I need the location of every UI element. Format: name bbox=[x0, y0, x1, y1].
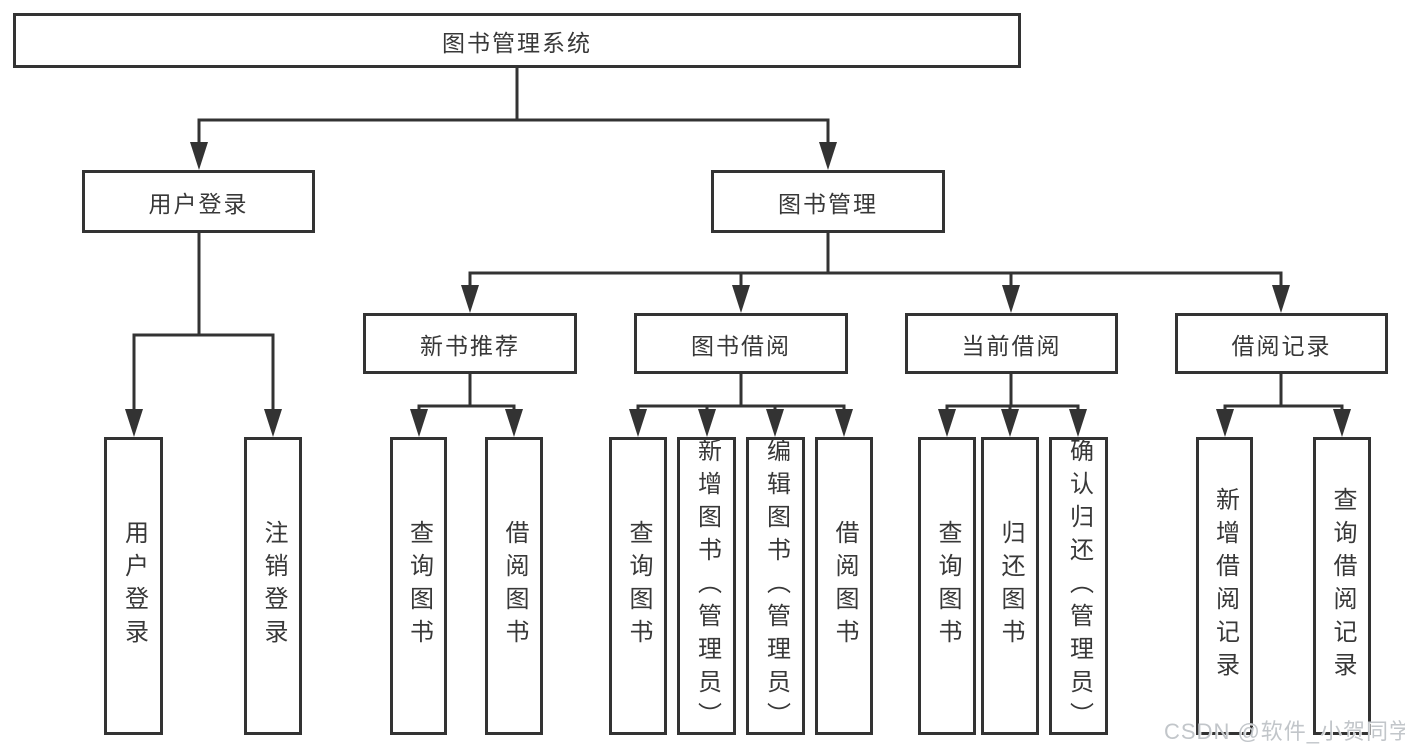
edge-newbookrec-to-leaves bbox=[417, 374, 516, 415]
node-book-management: 图书管理 bbox=[711, 170, 945, 233]
arrowhead bbox=[125, 409, 143, 437]
arrowhead bbox=[1216, 409, 1234, 437]
leaf-borrow-books: 借阅图书 bbox=[815, 437, 873, 735]
edge-borrowrecords-to-leaves bbox=[1223, 374, 1344, 415]
edge-userlogin-to-leaves bbox=[132, 233, 275, 415]
leaf-return-books: 归还图书 bbox=[981, 437, 1039, 735]
leaf-borrow-books-recommend: 借阅图书 bbox=[485, 437, 543, 735]
node-book-borrowing: 图书借阅 bbox=[634, 313, 848, 374]
arrowhead bbox=[264, 409, 282, 437]
arrowhead bbox=[835, 409, 853, 437]
leaf-add-books-admin: 新增图书（管理员） bbox=[677, 437, 736, 735]
edge-bookborrow-to-leaves bbox=[636, 374, 846, 415]
arrowhead bbox=[1069, 409, 1087, 437]
node-root-system: 图书管理系统 bbox=[13, 13, 1021, 68]
leaf-edit-books-admin: 编辑图书（管理员） bbox=[746, 437, 805, 735]
leaf-user-login: 用户登录 bbox=[104, 437, 163, 735]
leaf-query-books-borrow: 查询图书 bbox=[609, 437, 667, 735]
arrowhead bbox=[1333, 409, 1351, 437]
arrowhead bbox=[190, 142, 208, 170]
edge-root-to-level2 bbox=[197, 68, 830, 148]
arrowhead bbox=[410, 409, 428, 437]
node-borrowing-records: 借阅记录 bbox=[1175, 313, 1388, 374]
leaf-logout: 注销登录 bbox=[244, 437, 302, 735]
arrowhead bbox=[1272, 285, 1290, 313]
node-user-login: 用户登录 bbox=[82, 170, 315, 233]
edge-currentborrow-to-leaves bbox=[945, 374, 1080, 415]
arrowhead bbox=[766, 409, 784, 437]
node-new-book-recommend: 新书推荐 bbox=[363, 313, 577, 374]
arrowhead bbox=[732, 285, 750, 313]
node-current-borrowing: 当前借阅 bbox=[905, 313, 1118, 374]
leaf-query-books-current: 查询图书 bbox=[918, 437, 976, 735]
arrowhead bbox=[461, 285, 479, 313]
leaf-confirm-return-admin: 确认归还（管理员） bbox=[1049, 437, 1108, 735]
csdn-watermark: CSDN @软件_小贺同学 bbox=[1164, 719, 1405, 744]
arrowhead bbox=[819, 142, 837, 170]
arrowhead bbox=[1002, 285, 1020, 313]
leaf-add-borrow-record: 新增借阅记录 bbox=[1196, 437, 1253, 735]
arrowhead bbox=[629, 409, 647, 437]
arrowhead bbox=[938, 409, 956, 437]
leaf-query-borrow-record: 查询借阅记录 bbox=[1313, 437, 1371, 735]
leaf-query-books-recommend: 查询图书 bbox=[390, 437, 447, 735]
edge-bookmgmt-to-level3 bbox=[468, 233, 1283, 291]
arrowhead bbox=[505, 409, 523, 437]
arrowhead bbox=[698, 409, 716, 437]
arrowhead bbox=[1001, 409, 1019, 437]
